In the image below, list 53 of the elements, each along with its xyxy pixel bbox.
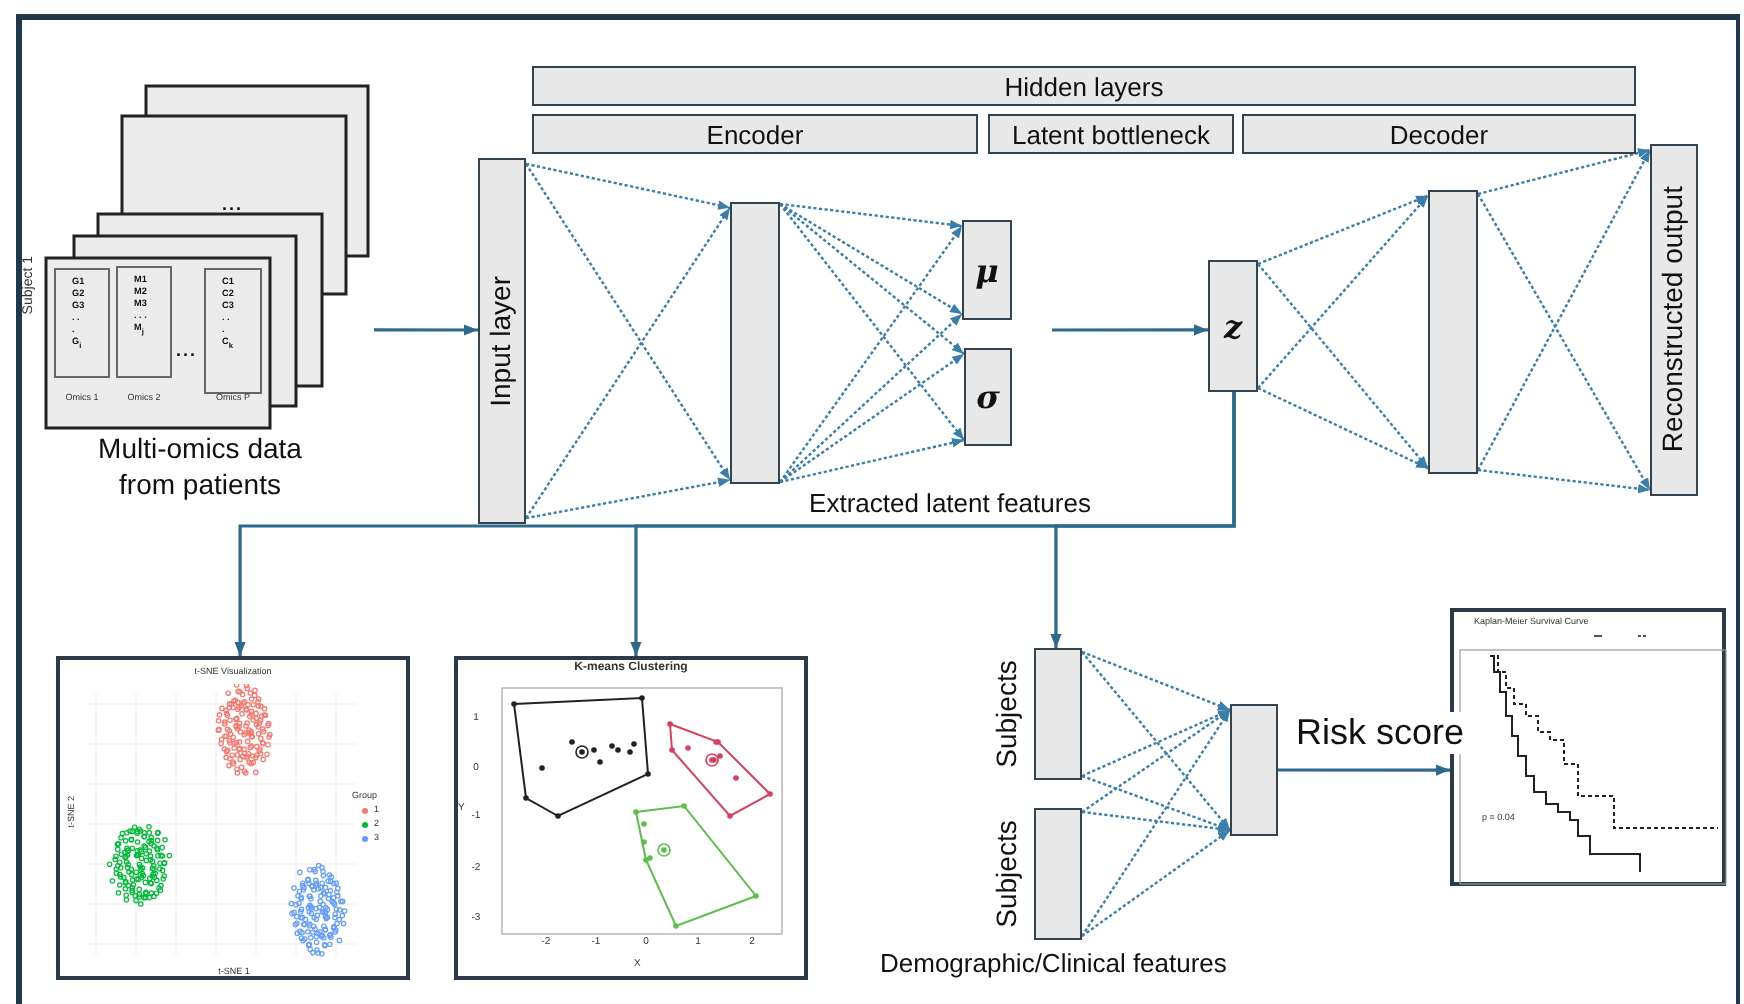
- dotted-arrow: [1081, 650, 1231, 712]
- scatter-plot: [56, 656, 410, 980]
- dotted-arrow: [779, 202, 963, 316]
- dotted-arrow: [779, 203, 965, 355]
- dotted-arrow: [1477, 468, 1651, 494]
- arrow: [1052, 324, 1208, 336]
- dotted-arrow: [1257, 194, 1429, 389]
- node-label: Demographic/Clinical features: [880, 948, 1227, 978]
- latent-box: z: [1208, 260, 1258, 392]
- dotted-arrow: [1477, 148, 1651, 196]
- dotted-arrow: [1257, 386, 1429, 470]
- dotted-arrow: [1257, 194, 1429, 266]
- dotted-arrow: [1081, 829, 1231, 937]
- dotted-arrow: [1476, 193, 1652, 491]
- dotted-arrow: [779, 438, 965, 484]
- latent-box: σ: [964, 348, 1012, 446]
- layer-box: [730, 202, 780, 484]
- dotted-arrow: [1081, 709, 1231, 937]
- dotted-arrow: [1081, 651, 1231, 831]
- edge-label: Risk score: [1296, 712, 1465, 754]
- dotted-arrow: [1081, 708, 1231, 778]
- layer-label: Subjects: [992, 660, 1023, 768]
- dotted-arrow: [779, 203, 965, 441]
- dotted-arrow: [525, 207, 731, 519]
- layer-header: Latent bottleneck: [988, 114, 1234, 154]
- layer-label: Subjects: [992, 820, 1023, 928]
- node-label: Multi-omics data from patients: [96, 432, 304, 502]
- dotted-arrow: [1081, 774, 1231, 832]
- layer-box: Reconstructed output: [1650, 144, 1698, 496]
- layer-header: Decoder: [1242, 114, 1636, 154]
- dotted-arrow: [1081, 708, 1231, 813]
- layer-header: Hidden layers: [532, 66, 1636, 106]
- ellipsis: ...: [176, 342, 198, 362]
- dotted-arrow: [1081, 810, 1231, 834]
- arrow: [1278, 764, 1450, 776]
- dotted-arrow: [525, 163, 731, 481]
- dotted-arrow: [779, 352, 965, 483]
- arrow: [1050, 392, 1236, 648]
- dotted-arrow: [779, 313, 963, 483]
- layer-box: Input layer: [478, 158, 526, 524]
- latent-box: μ: [962, 220, 1012, 320]
- dotted-arrow: [525, 162, 731, 210]
- ellipsis: ...: [222, 196, 244, 216]
- layer-box: [1230, 704, 1278, 836]
- dotted-arrow: [779, 202, 963, 230]
- dotted-arrow: [1476, 149, 1652, 471]
- layer-header: Encoder: [532, 114, 978, 154]
- dotted-arrow: [525, 477, 731, 520]
- dotted-arrow: [779, 225, 963, 483]
- flow-label: Extracted latent features: [807, 490, 1093, 519]
- arrow: [374, 324, 478, 336]
- dotted-arrow: [1257, 263, 1429, 470]
- layer-box: [1428, 190, 1478, 474]
